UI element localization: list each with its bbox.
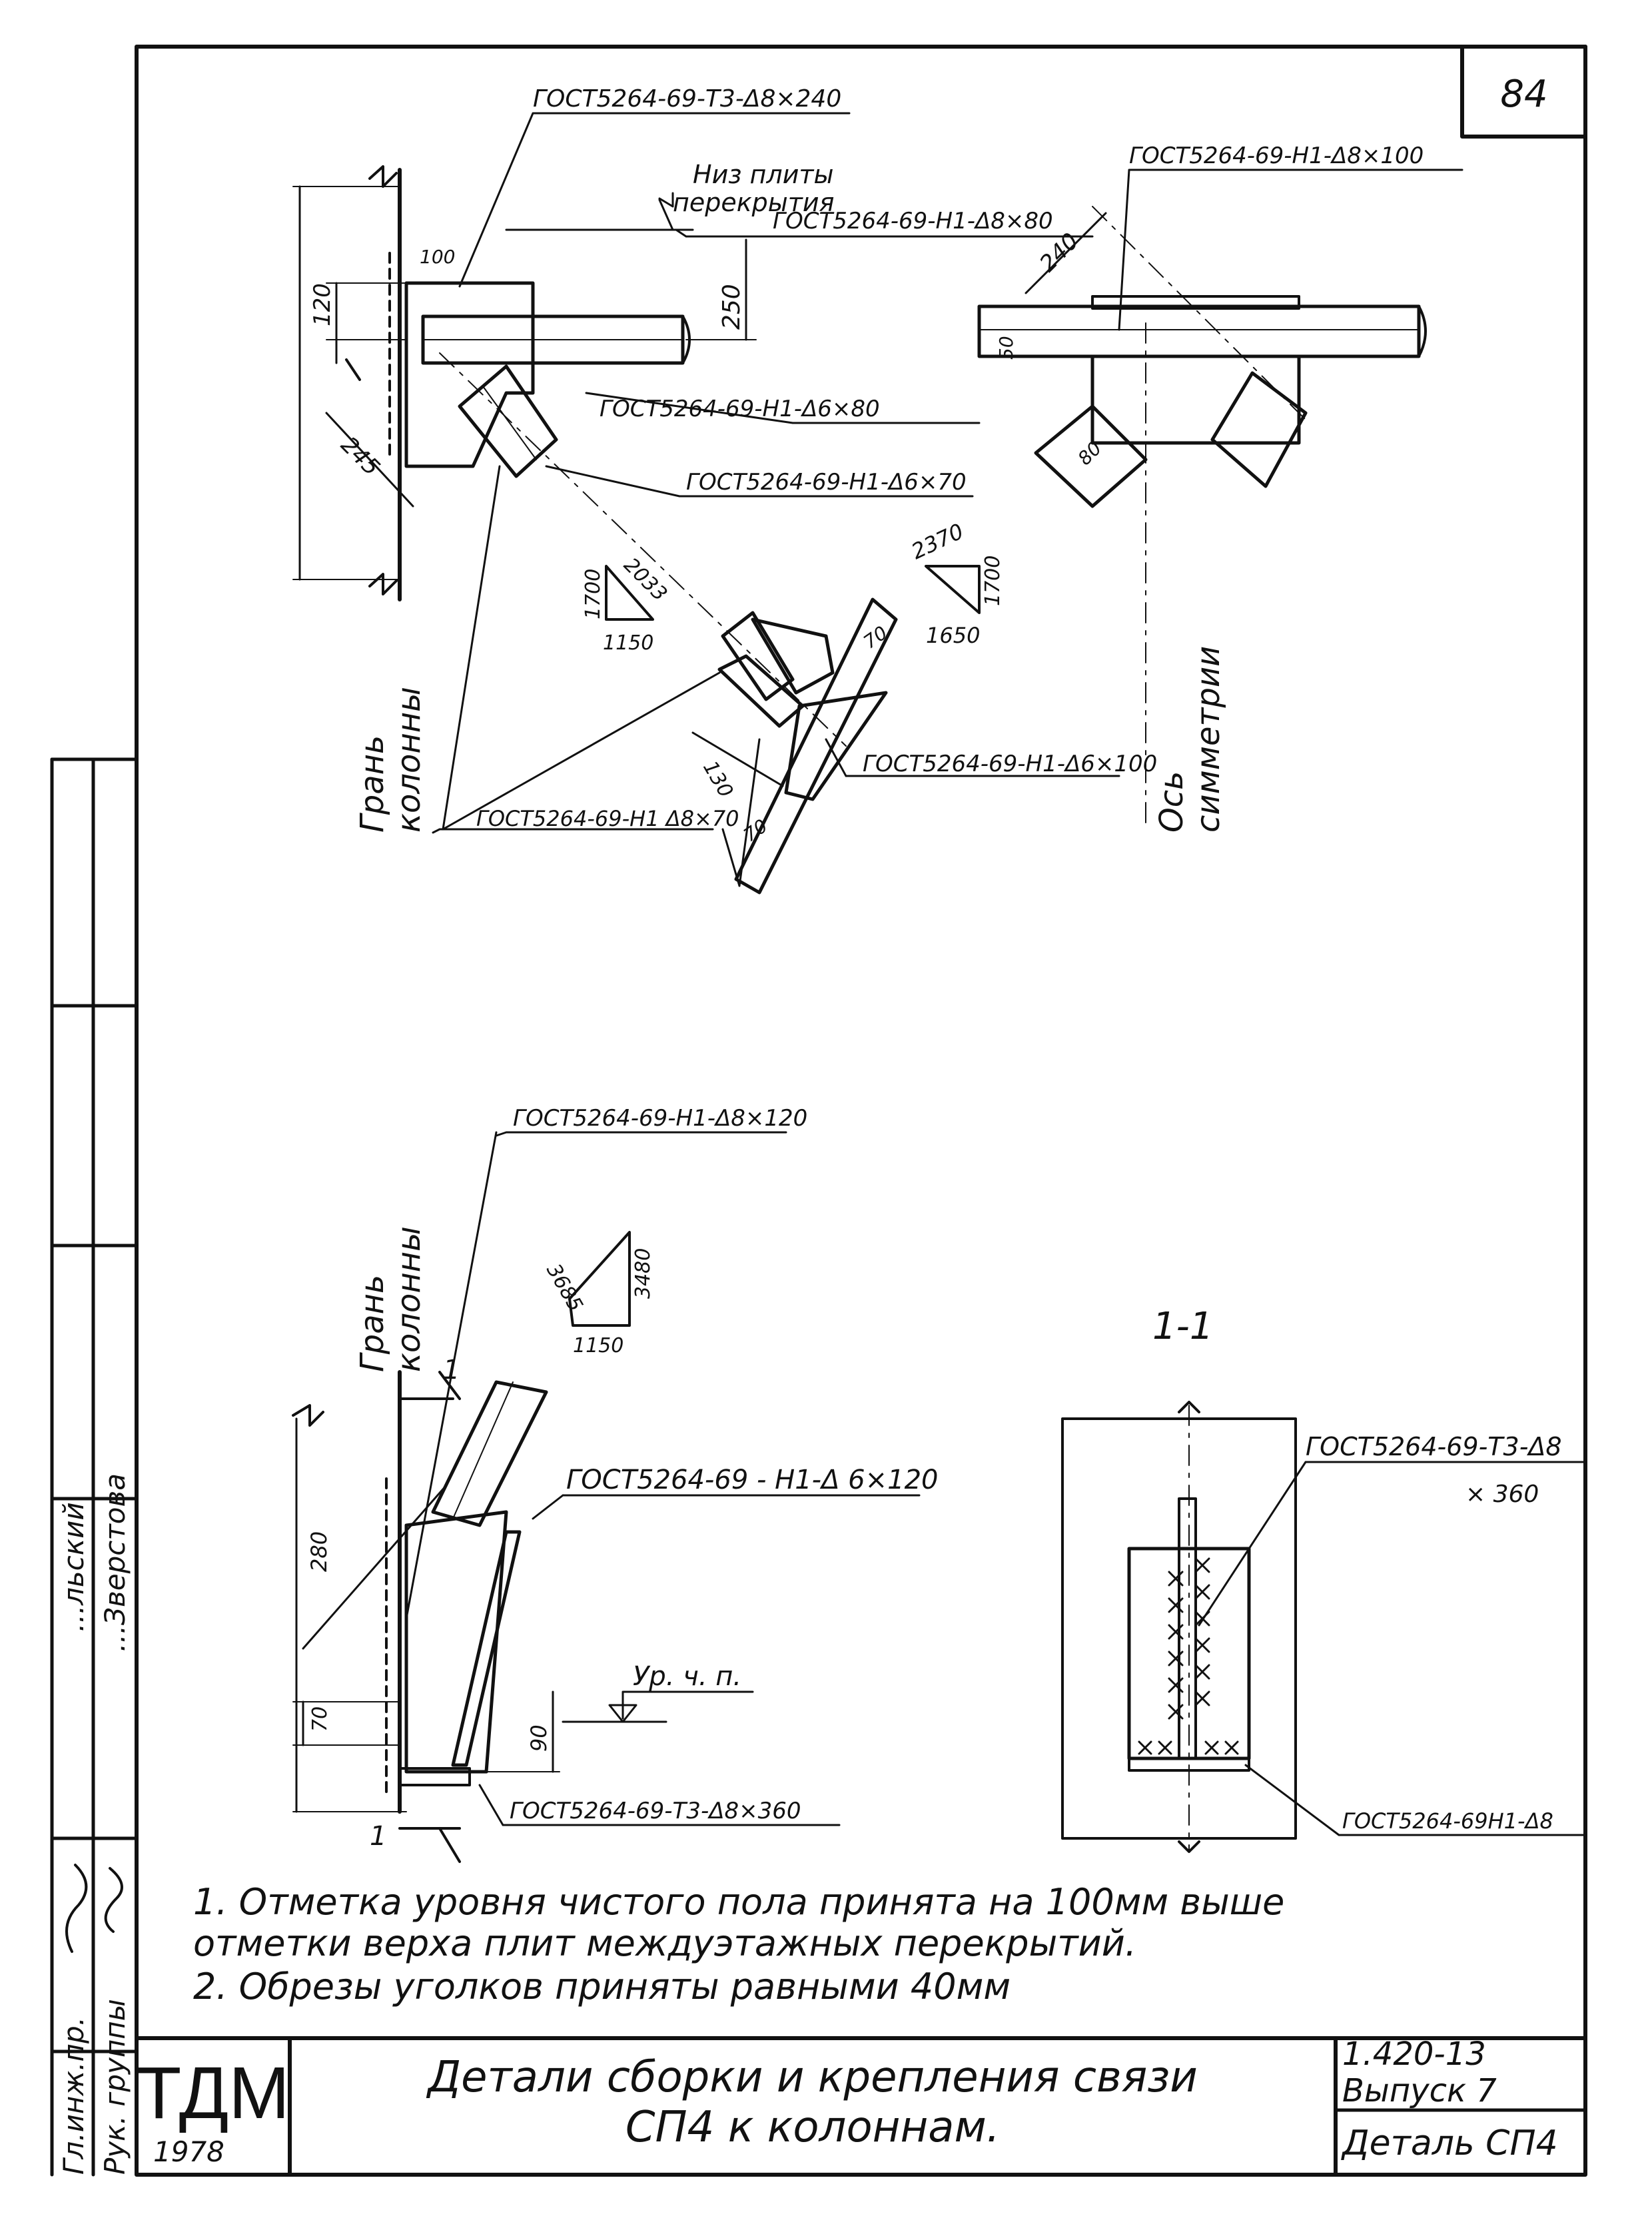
tri-bottom-c: 1150 [573, 1334, 623, 1357]
page-number: 84 [1500, 73, 1547, 116]
section-mark-a: 1 [443, 1355, 460, 1385]
dim-50: 50 [995, 336, 1017, 360]
tri-left-b: 2033 [619, 554, 671, 606]
note-1: 1. Отметка уровня чистого пола принята н… [193, 1881, 1285, 1923]
weld-label-section-bottom: ГОСТ5264-69Н1-Δ8 [1342, 1808, 1553, 1834]
signature-mark-2 [104, 1867, 123, 1933]
side-stamp-strip: Гл.инж.пр. Рук. группы ...льский ...Звер… [50, 757, 139, 2177]
section-1-1: 1-1 ГОСТ5264-69-Т3-Δ8 × 360 ГОСТ5264-69Н… [1061, 1305, 1587, 1853]
dim-245: 245 [336, 432, 385, 481]
year: 1978 [153, 2135, 224, 2168]
section-mark-b: 1 [370, 1821, 386, 1852]
org-logo: ТДМ [137, 2052, 290, 2134]
dim-90: 90 [526, 1724, 552, 1752]
page-number-box [1460, 45, 1587, 139]
detail-code: Деталь СП4 [1341, 2123, 1558, 2163]
axis-line2: симметрии [1190, 646, 1227, 833]
title-block: ТДМ 1978 Детали сборки и крепления связи… [135, 2035, 1587, 2177]
tri-bottom-b: 3480 [631, 1248, 655, 1299]
weld-crosses [1138, 1557, 1239, 1755]
column-face-top-line2: колонны [390, 687, 428, 833]
axis-label: Ось симметрии [1153, 646, 1227, 833]
stamp-role-2: Рук. группы [99, 1999, 131, 2175]
section-title: 1-1 [1152, 1305, 1213, 1348]
column-face-top-line1: Грань [354, 735, 391, 833]
weld-label-bottom-bottom: ГОСТ5264-69-Т3-Δ8×360 [510, 1798, 801, 1824]
detail-top-right: ГОСТ5264-69-Н1-Δ8×100 240 50 80 Ось симм… [977, 143, 1463, 833]
weld-label-center: ГОСТ5264-69-Н1-Δ6×100 [863, 751, 1157, 777]
dim-130: 130 [698, 757, 737, 802]
slab-bottom-label: Низ плиты перекрытия [673, 160, 842, 217]
sheet-frame [135, 45, 1587, 2177]
floor-level-label: Ур. ч. п. [633, 1661, 741, 1692]
note-1-continued: отметки верха плит междуэтажных перекрыт… [193, 1922, 1137, 1964]
dim-240: 240 [1034, 228, 1084, 277]
column-face-label-bottom: Грань колонны [354, 1226, 428, 1372]
slab-bottom-line1: Низ плиты [693, 160, 834, 189]
tri-right-b: 1700 [981, 555, 1005, 606]
tri-left-c: 1150 [603, 631, 653, 655]
weld-label-top-right: ГОСТ5264-69-Н1-Δ8×100 [1129, 143, 1424, 169]
dim-100: 100 [420, 246, 455, 268]
tri-right-c: 1650 [926, 623, 980, 648]
stamp-signer-1: ...льский [57, 1502, 90, 1632]
detail-bottom-left: 1 1 3685 3480 1150 ГОСТ5264-69-Н1-Δ8×120… [292, 1105, 938, 1863]
series-number: 1.420-13 [1342, 2035, 1486, 2073]
weld-label-lower: ГОСТ5264-69-Н1-Δ6×80 [600, 396, 880, 422]
weld-label-section-top-2: × 360 [1465, 1481, 1539, 1508]
note-2: 2. Обрезы уголков приняты равными 40мм [193, 1966, 1011, 2008]
weld-label-slab: ГОСТ5264-69-Н1-Δ8×80 [773, 208, 1053, 234]
weld-label-gusset: ГОСТ5264-69-Н1-Δ6×70 [686, 469, 967, 496]
detail-top-left: ГОСТ5264-69-Т3-Δ8×240 Низ плиты перекрыт… [292, 85, 1094, 833]
stamp-signer-2: ...Зверстова [99, 1473, 131, 1652]
tri-left-a: 1700 [582, 569, 605, 619]
issue-number: Выпуск 7 [1342, 2072, 1497, 2109]
weld-label-bottom-top: ГОСТ5264-69-Н1-Δ8×120 [513, 1105, 807, 1132]
weld-label-section-top-1: ГОСТ5264-69-Т3-Δ8 [1306, 1432, 1562, 1461]
tri-right-a: 2370 [907, 518, 967, 564]
column-face-bottom-line1: Грань [354, 1275, 391, 1372]
drawing-title-line2: СП4 к колоннам. [625, 2103, 1000, 2152]
weld-label-top: ГОСТ5264-69-Т3-Δ8×240 [533, 85, 841, 113]
dim-120: 120 [309, 283, 336, 326]
dim-280: 280 [306, 1531, 332, 1572]
column-face-bottom-line2: колонны [390, 1226, 428, 1372]
axis-line1: Ось [1153, 771, 1190, 833]
weld-label-bottom-top-detail: ГОСТ5264-69-Н1 Δ8×70 [476, 806, 739, 831]
stamp-role-1: Гл.инж.пр. [57, 2017, 90, 2175]
dim-250: 250 [718, 284, 745, 330]
slab-bottom-line2: перекрытия [673, 188, 835, 217]
column-face-label-top: Грань колонны [354, 687, 428, 833]
dim-70-bottom: 70 [308, 1706, 332, 1732]
detail-center: ГОСТ5264-69-Н1-Δ6×100 ГОСТ5264-69-Н1 Δ8×… [432, 465, 1157, 895]
drawing-title-line1: Детали сборки и крепления связи [426, 2053, 1198, 2102]
signature-mark-1 [65, 1864, 88, 1953]
dim-70-a: 70 [859, 621, 891, 653]
weld-label-bottom-mid: ГОСТ5264-69 - Н1-Δ 6×120 [566, 1465, 938, 1495]
